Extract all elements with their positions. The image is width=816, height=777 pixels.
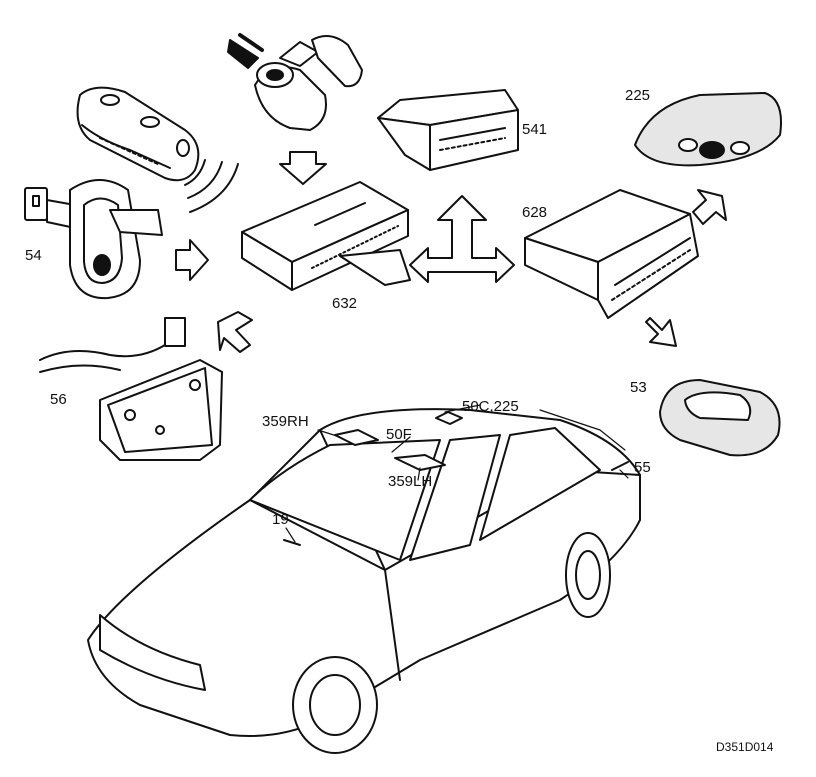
- label-53: 53: [630, 379, 647, 396]
- leader-lines: [285, 404, 629, 543]
- ecu-icon: [524, 189, 699, 319]
- label-628: 628: [522, 204, 548, 221]
- label-19: 19: [272, 511, 289, 528]
- figure-code: D351D014: [716, 740, 774, 754]
- key-fob-icon: [76, 86, 200, 182]
- instrument-module-icon: [377, 89, 519, 171]
- label-50c-225: 50C,225: [462, 398, 519, 415]
- arrow-icon: [175, 151, 727, 353]
- label-541: 541: [522, 121, 548, 138]
- control-module-icon: [241, 181, 411, 291]
- door-lock-cylinder-icon: [24, 179, 163, 300]
- roof-console-icon: [634, 92, 782, 167]
- label-359lh: 359LH: [388, 473, 433, 490]
- car-icon: [87, 408, 641, 754]
- label-54: 54: [25, 247, 42, 264]
- four-way-arrow-icon: [409, 195, 515, 283]
- label-225-console: 225: [625, 87, 651, 104]
- label-50f: 50F: [386, 426, 412, 443]
- bonnet-lock-icon: [39, 317, 223, 461]
- signal-waves-icon: [184, 159, 239, 213]
- switch-icon: [659, 379, 781, 457]
- label-632: 632: [332, 295, 358, 312]
- label-55: 55: [634, 459, 651, 476]
- label-56: 56: [50, 391, 67, 408]
- label-359rh: 359RH: [262, 413, 309, 430]
- ignition-switch-icon: [227, 33, 363, 131]
